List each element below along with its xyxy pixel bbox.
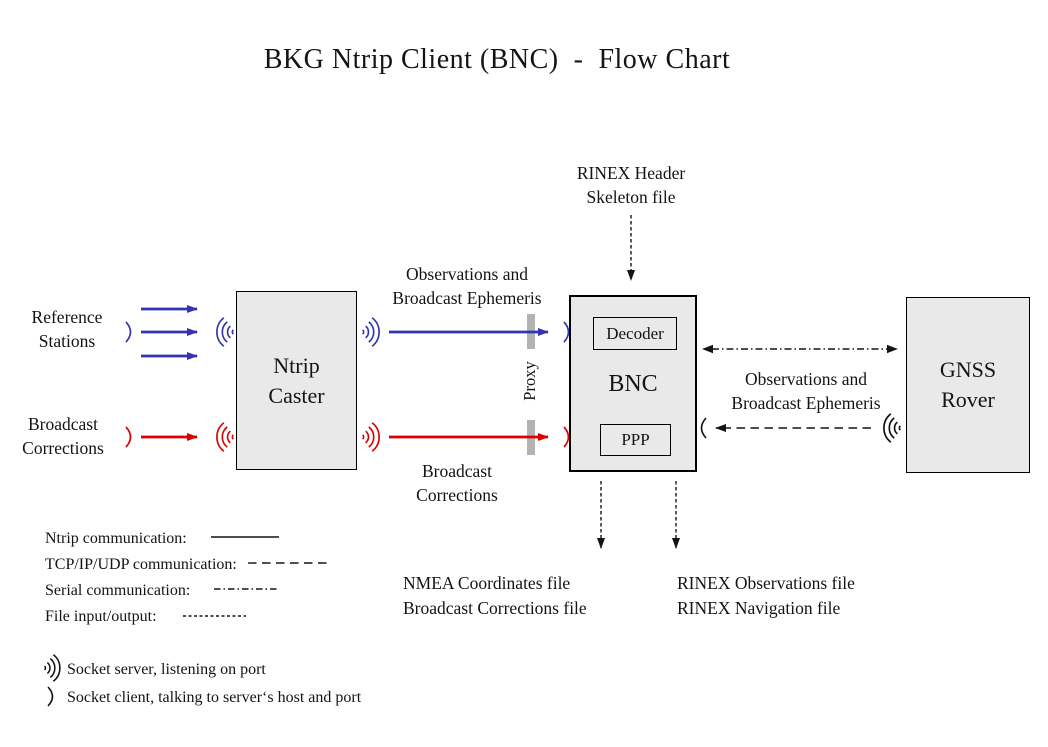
socket-server-rover-icon	[883, 412, 902, 444]
label-proxy: Proxy	[520, 361, 539, 401]
legend-label-file-io: File input/output:	[45, 608, 157, 625]
legend-label-tcp: TCP/IP/UDP communication:	[45, 556, 237, 573]
socket-server-legend-icon	[43, 653, 61, 683]
node-decoder: Decoder	[593, 317, 677, 350]
node-gnss-rover: GNSS Rover	[906, 297, 1030, 473]
socket-server-caster-in-blue-icon	[216, 316, 235, 348]
label-reference-stations: Reference Stations	[31, 307, 103, 351]
label-rinex-output-files: RINEX Observations file RINEX Navigation…	[677, 573, 855, 618]
node-ntrip-caster: Ntrip Caster	[236, 291, 357, 470]
label-observations-ephemeris-left: Observations and Broadcast Ephemeris	[392, 264, 542, 308]
label-rinex-header-skeleton: RINEX Header Skeleton file	[576, 163, 686, 207]
ntrip-caster-label: Ntrip Caster	[268, 352, 325, 408]
socket-server-caster-out-red-icon	[361, 421, 380, 453]
arrows-reference-stations	[141, 305, 198, 360]
legend-label-serial: Serial communication:	[45, 582, 191, 599]
label-nmea-output-files: NMEA Coordinates file Broadcast Correcti…	[403, 573, 587, 618]
ppp-label: PPP	[621, 430, 650, 449]
page-title: BKG Ntrip Client (BNC) - Flow Chart	[263, 44, 731, 75]
legend-label-socket-server: Socket server, listening on port	[67, 661, 266, 678]
legend-label-socket-client: Socket client, talking to server‘s host …	[67, 689, 362, 706]
bnc-label: BNC	[608, 371, 658, 397]
label-broadcast-corrections-stream: Broadcast Corrections	[416, 461, 498, 505]
socket-client-bnc-red-icon	[563, 426, 570, 448]
socket-client-bnc-right-icon	[700, 417, 707, 439]
gnss-rover-label: GNSS Rover	[939, 357, 997, 412]
node-bnc: Decoder BNC PPP	[569, 295, 697, 472]
socket-server-caster-in-red-icon	[216, 421, 235, 453]
arrow-bnc-rover-serial	[702, 344, 898, 354]
decoder-label: Decoder	[606, 323, 664, 343]
socket-client-broadcast-corrections-icon	[125, 426, 132, 448]
socket-server-caster-out-blue-icon	[361, 316, 380, 348]
node-ppp: PPP	[600, 424, 671, 456]
legend-label-ntrip: Ntrip communication:	[45, 530, 187, 547]
socket-client-legend-icon	[47, 686, 54, 707]
socket-client-bnc-blue-icon	[563, 321, 570, 343]
label-observations-ephemeris-right: Observations and Broadcast Ephemeris	[731, 369, 881, 413]
socket-client-refstations-icon	[125, 321, 132, 343]
label-broadcast-corrections-input: Broadcast Corrections	[22, 414, 104, 458]
